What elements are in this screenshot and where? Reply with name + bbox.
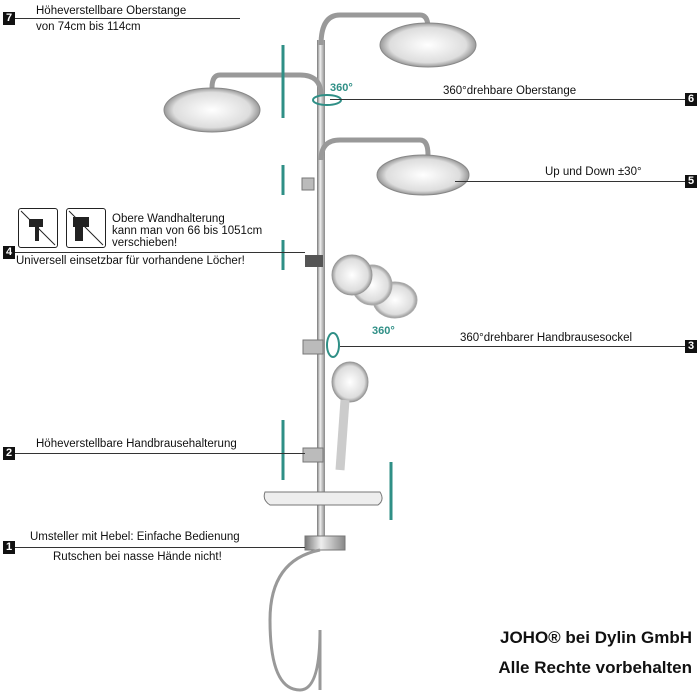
shower-hose [268,548,322,692]
main-pole [317,40,325,550]
callout-7-detail: von 74cm bis 114cm [36,21,141,33]
callout-line [15,453,305,454]
shelf [263,491,383,506]
callout-number-6: 6 [685,93,697,106]
callout-line [330,99,685,100]
rain-shower-head [379,22,477,68]
rotate-icon [312,94,342,106]
callout-2-label: Höheverstellbare Handbrausehalterung [36,438,237,450]
callout-number-4: 4 [3,246,15,259]
callout-line [455,181,685,182]
rotate-icon [326,332,340,358]
rotation-badge: 360° [330,82,353,94]
callout-3-label: 360°drehbarer Handbrausesockel [460,332,633,344]
callout-line [340,346,685,347]
hand-shower [331,361,369,403]
diverter-mixer [304,535,346,551]
callout-number-3: 3 [685,340,697,353]
callout-number-2: 2 [3,447,15,460]
callout-number-5: 5 [685,175,697,188]
rotation-badge: 360° [372,325,395,337]
callout-1-title: Umsteller mit Hebel: Einfache Bedienung [30,531,240,543]
brand-name: JOHO® bei Dylin GmbH [500,628,692,647]
callout-1-detail: Rutschen bei nasse Hände nicht! [53,551,222,563]
callout-line [15,18,240,19]
callout-number-7: 7 [3,12,15,25]
no-drill-icon [66,208,106,248]
callout-6-label: 360°drehbare Oberstange [443,85,577,97]
callout-line [15,547,305,548]
copyright-notice: Alle Rechte vorbehalten [498,658,692,677]
callout-7-title: Höheverstellbare Oberstange [36,5,187,17]
adjust-arrows [281,45,393,520]
callout-number-1: 1 [3,541,15,554]
callout-4-detail-2: verschieben! [112,237,178,249]
callout-4-title: Obere Wandhalterung [112,213,225,225]
rain-shower-head [376,154,470,196]
callout-5-label: Up und Down ±30° [545,166,642,178]
callout-4-detail: kann man von 66 bis 1051cm [112,225,263,237]
callout-line [15,252,305,253]
rain-shower-head [163,87,261,133]
no-hammer-icon [18,208,58,248]
callout-4-note: Universell einsetzbar für vorhandene Löc… [16,255,245,267]
